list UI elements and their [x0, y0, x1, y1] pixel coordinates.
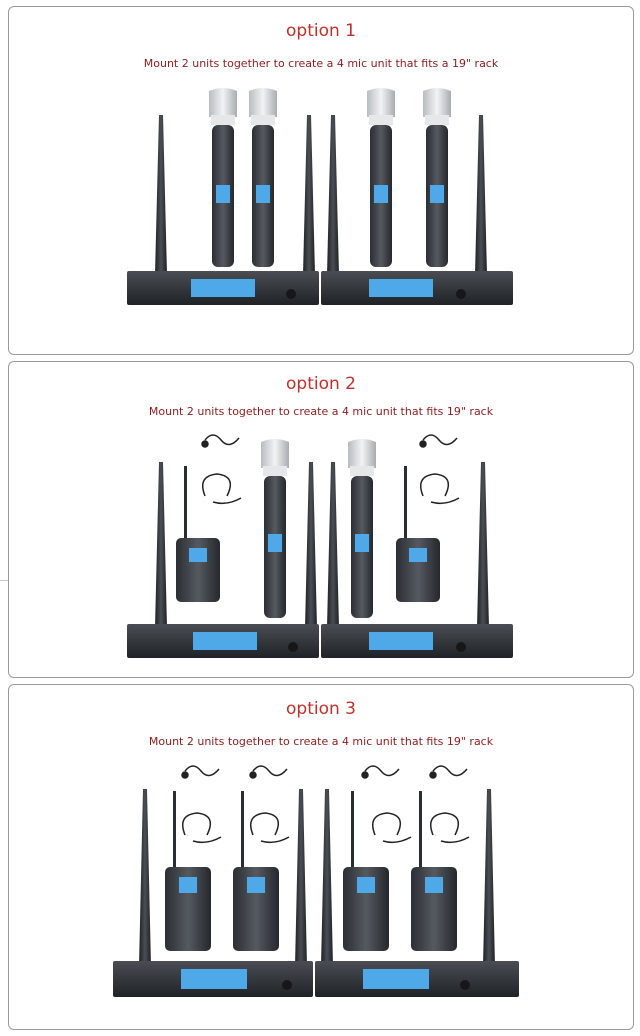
- receiver-unit: [315, 961, 519, 997]
- bodypack-transmitter: [343, 791, 389, 951]
- lavalier-mic: [181, 765, 220, 779]
- bodypack-transmitter: [396, 466, 440, 602]
- antenna: [321, 789, 333, 967]
- option-3-title: option 3: [286, 699, 356, 719]
- antenna: [327, 115, 339, 275]
- option-1-product-image: [127, 88, 513, 305]
- receiver-unit: [127, 624, 319, 658]
- headset-mic: [372, 812, 412, 844]
- option-2-panel: option 2 Mount 2 units together to creat…: [8, 361, 634, 678]
- lavalier-mic: [429, 765, 468, 779]
- antenna: [155, 462, 167, 628]
- antenna: [327, 462, 339, 628]
- option-1-caption: Mount 2 units together to create a 4 mic…: [143, 57, 499, 70]
- antenna: [477, 462, 489, 628]
- option-3-caption: Mount 2 units together to create a 4 mic…: [148, 735, 494, 748]
- handheld-mic: [249, 88, 277, 267]
- bodypack-transmitter: [411, 791, 457, 951]
- option-2-product-image: [127, 434, 513, 658]
- handheld-mic: [423, 88, 451, 267]
- antenna: [483, 789, 495, 967]
- antenna: [305, 462, 317, 628]
- lavalier-mic: [419, 434, 458, 448]
- handheld-mic: [209, 88, 237, 267]
- headset-mic: [182, 812, 222, 844]
- bodypack-transmitter: [233, 791, 279, 951]
- headset-mic: [420, 473, 460, 505]
- lavalier-mic: [249, 765, 288, 779]
- antenna: [303, 115, 315, 275]
- receiver-unit: [127, 271, 319, 305]
- option-2-caption: Mount 2 units together to create a 4 mic…: [148, 405, 494, 418]
- headset-mic: [202, 473, 242, 505]
- antenna: [155, 115, 167, 275]
- bodypack-transmitter: [176, 466, 220, 602]
- option-1-panel: option 1 Mount 2 units together to creat…: [8, 6, 634, 355]
- option-3-product-image: [113, 765, 519, 997]
- lavalier-mic: [361, 765, 400, 779]
- receiver-unit: [321, 271, 513, 305]
- option-1-title: option 1: [286, 21, 356, 41]
- bodypack-transmitter: [165, 791, 211, 951]
- option-2-title: option 2: [286, 374, 356, 394]
- receiver-unit: [113, 961, 313, 997]
- option-3-panel: option 3 Mount 2 units together to creat…: [8, 684, 634, 1030]
- headset-mic: [430, 812, 470, 844]
- antenna: [475, 115, 487, 275]
- lavalier-mic: [201, 434, 240, 448]
- antenna: [139, 789, 151, 967]
- handheld-mic: [348, 439, 376, 618]
- receiver-unit: [321, 624, 513, 658]
- handheld-mic: [367, 88, 395, 267]
- antenna: [295, 789, 307, 967]
- handheld-mic: [261, 439, 289, 618]
- headset-mic: [250, 812, 290, 844]
